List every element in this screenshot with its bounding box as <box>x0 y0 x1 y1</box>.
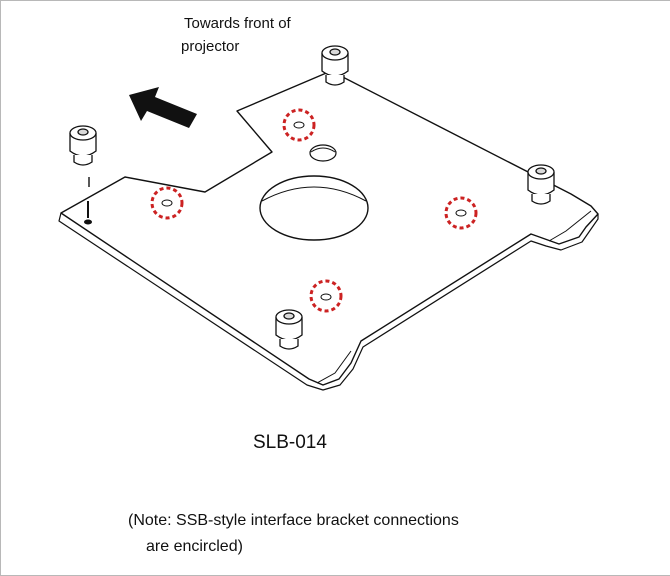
direction-label: Towards front of <box>184 15 291 32</box>
note-text: are encircled) <box>146 538 243 555</box>
interface-connection-circle <box>309 279 343 313</box>
standoff-front <box>275 309 303 350</box>
small-hole-inner-edge <box>310 147 336 153</box>
interface-connection-circle <box>444 196 478 230</box>
right-tab-edge <box>548 210 592 242</box>
mount-hole <box>161 199 173 207</box>
mount-hole <box>320 293 332 301</box>
direction-arrow-icon <box>129 87 197 128</box>
direction-label: projector <box>181 38 240 55</box>
standoff-right <box>527 164 555 205</box>
screw-icon <box>84 201 92 225</box>
center-hole-inner-edge <box>261 186 367 202</box>
standoff-detached <box>69 125 97 166</box>
front-tab-edge <box>316 350 352 384</box>
mount-hole <box>293 121 305 129</box>
interface-connection-circle <box>150 186 184 220</box>
center-hole <box>259 175 369 241</box>
interface-connection-circle <box>282 108 316 142</box>
plate-edge <box>58 212 599 391</box>
note-text: (Note: SSB-style interface bracket conne… <box>128 512 459 529</box>
small-hole <box>309 144 337 162</box>
model-label: SLB-014 <box>253 432 327 453</box>
mount-hole <box>455 209 467 217</box>
standoff-top <box>321 45 349 86</box>
